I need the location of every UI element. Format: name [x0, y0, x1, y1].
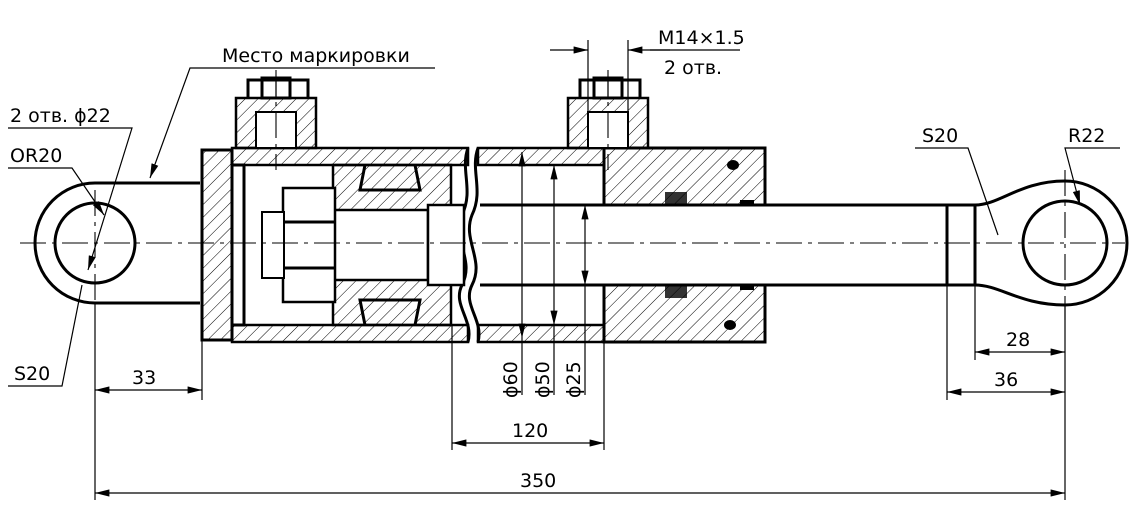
holes-d22-label: 2 отв. ϕ22: [10, 105, 111, 127]
leader-lines: [8, 49, 1120, 387]
piston: [261, 163, 453, 327]
or20-label: OR20: [10, 145, 62, 167]
s20-left-label: S20: [14, 363, 50, 385]
diameter-dimension-lines: [518, 152, 589, 395]
port-thread-label: M14×1.5: [658, 27, 745, 49]
port-count-label: 2 отв.: [664, 57, 722, 79]
r22-label: R22: [1068, 125, 1105, 147]
dim-phi25-value: ϕ25: [563, 361, 585, 398]
dim-28-value: 28: [1006, 329, 1030, 351]
port-left: [234, 70, 318, 170]
dim-120-value: 120: [512, 420, 548, 442]
s20-right-label: S20: [922, 125, 958, 147]
dim-36-value: 36: [994, 369, 1018, 391]
dimension-port: [550, 40, 670, 112]
dim-33-value: 33: [132, 367, 156, 389]
dim-350-value: 350: [520, 470, 556, 492]
marking-place-label: Место маркировки: [222, 45, 410, 67]
cylinder-body: [200, 146, 767, 344]
right-eye-mount: [945, 170, 1129, 320]
dim-phi50-value: ϕ50: [532, 361, 554, 398]
dim-phi60-value: ϕ60: [500, 361, 522, 398]
port-right: [566, 70, 650, 170]
